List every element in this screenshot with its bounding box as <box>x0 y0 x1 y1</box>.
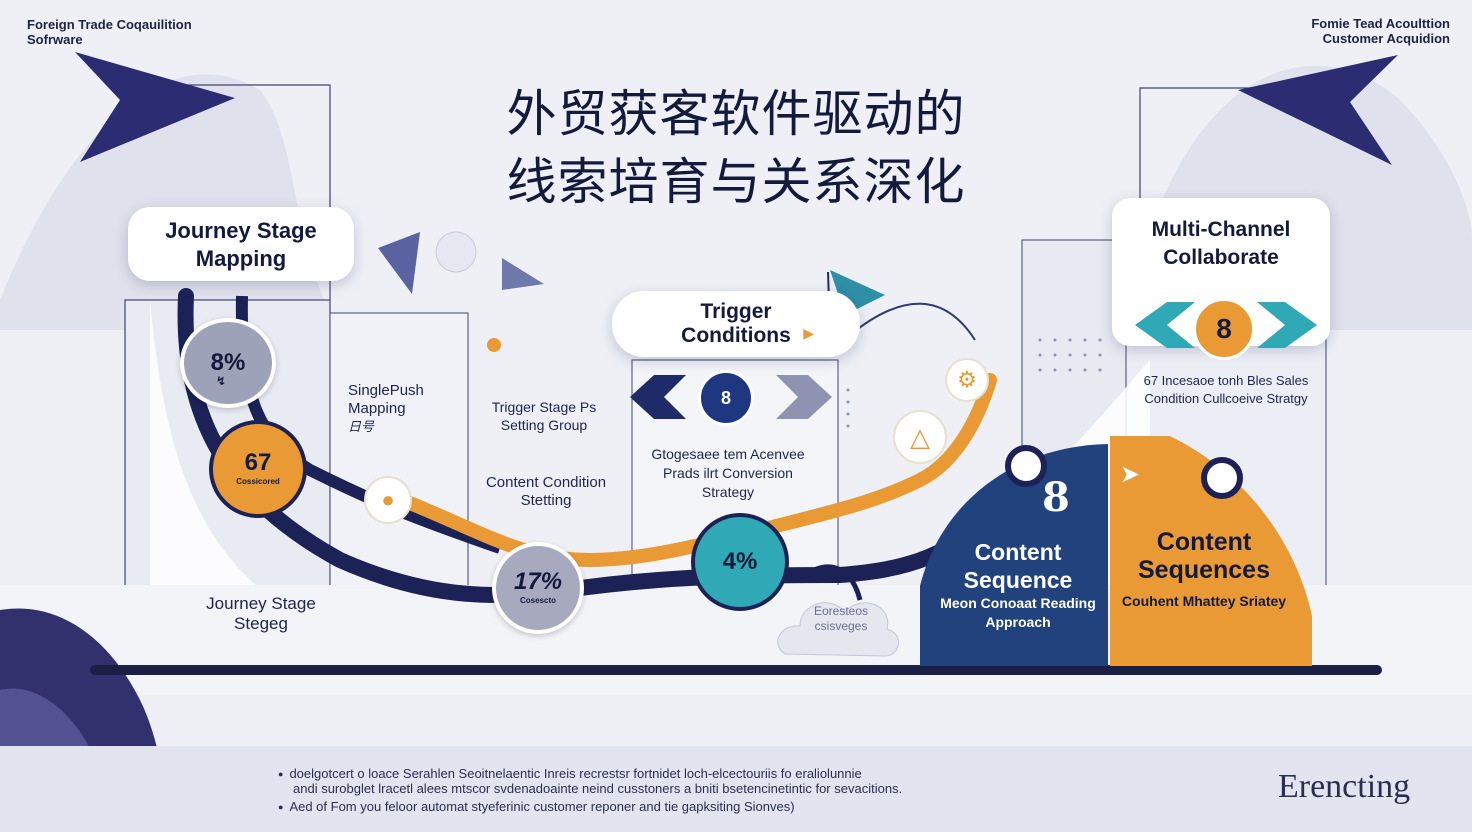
sequence-badge: 8 <box>1042 474 1070 521</box>
journey-stage-card[interactable]: Journey Stage Mapping <box>128 207 354 281</box>
multichannel-chevrons <box>1135 302 1317 348</box>
metric-circle-2[interactable]: 67 Cossicored <box>209 420 307 518</box>
trigger-stage-label: Trigger Stage Ps Setting Group <box>491 399 597 433</box>
singlepush-label: SinglePush Mapping 日号 <box>348 382 458 436</box>
metric-circle-4[interactable]: 4% <box>691 513 789 611</box>
footer-bullet-1b: andi surobglet lracetl alees mtscor svde… <box>293 781 903 796</box>
multichannel-badge: 8 <box>1193 298 1255 360</box>
journey-stage-bottom-label: Journey Stage Stegeg <box>206 594 316 633</box>
content-condition-label: Content Condition Stetting <box>485 474 607 509</box>
top-left-label: Foreign Trade Coqauilition Sofrware <box>27 17 192 47</box>
gear-icon: ⚙ <box>945 358 989 402</box>
trigger-badge-value: 8 <box>720 388 731 408</box>
trigger-chevrons <box>630 375 832 419</box>
footer <box>0 746 1472 832</box>
content-sequence-blue[interactable]: Content Sequence Meon Conoaat Reading Ap… <box>940 538 1096 632</box>
trigger-conditions-card-label: Trigger Conditions <box>681 300 791 347</box>
metric-2-value: 67 <box>244 449 272 476</box>
play-arrow-icon: ▶ <box>803 325 814 341</box>
singlepush-label-sub: 日号 <box>348 419 375 434</box>
title-line-1: 外贸获客软件驱动的 <box>506 85 966 143</box>
content-sequence-blue-sub: Meon Conoaat Reading Approach <box>940 595 1096 630</box>
content-sequence-blue-title: Content Sequence <box>963 539 1073 593</box>
warning-triangle-icon: △ <box>893 410 947 464</box>
footer-bullet-2: Aed of Fom you feloor automat styeferini… <box>278 799 794 816</box>
trigger-description: Gtogesaee tem Acenvee Prads ilrt Convers… <box>651 446 805 500</box>
trigger-conditions-card[interactable]: Trigger Conditions ▶ <box>612 291 860 357</box>
metric-1-value: 8% <box>210 349 246 376</box>
metric-circle-3[interactable]: 17% Cosescto <box>492 542 584 634</box>
multichannel-card-label: Multi-Channel Collaborate <box>1151 218 1291 269</box>
multichannel-description: 67 Incesaoe tonh Bles Sales Condition Cu… <box>1143 373 1309 406</box>
brand-logo: Erencting <box>1278 768 1411 805</box>
metric-3-sub: Cosescto <box>519 596 556 605</box>
footer-bullet-1: doelgotcert o loace Serahlen Seoitnelaen… <box>278 766 861 783</box>
metric-2-sub: Cossicored <box>236 477 280 486</box>
cursor-icon: ↯ <box>216 374 227 388</box>
metric-circle-1[interactable]: 8% ↯ <box>180 318 276 408</box>
content-sequence-orange-title: Content Sequences <box>1137 528 1270 584</box>
journey-stage-card-label: Journey Stage Mapping <box>165 218 317 271</box>
rocket-icon: ➤ <box>1120 461 1141 488</box>
singlepush-label-text: SinglePush Mapping <box>348 382 424 417</box>
metric-4-value: 4% <box>722 548 758 575</box>
sequence-panels <box>920 436 1312 666</box>
title-line-2: 线索培育与关系深化 <box>506 153 966 211</box>
top-right-label: Fomie Tead Acoulttion Customer Acquidion <box>1311 16 1450 46</box>
content-sequence-orange-sub: Couhent Mhattey Sriatey <box>1121 593 1287 609</box>
multichannel-badge-value: 8 <box>1216 313 1232 344</box>
content-sequence-orange[interactable]: Content Sequences Couhent Mhattey Sriate… <box>1118 528 1290 611</box>
cloud-icon <box>777 602 899 657</box>
metric-3-value: 17% <box>513 568 563 595</box>
page-title: 外贸获客软件驱动的 线索培育与关系深化 <box>0 80 1472 216</box>
location-pin-icon: ● <box>364 476 412 524</box>
trigger-badge: 8 <box>698 370 754 426</box>
cloud-label: Eoresteos csisveges <box>813 604 869 633</box>
